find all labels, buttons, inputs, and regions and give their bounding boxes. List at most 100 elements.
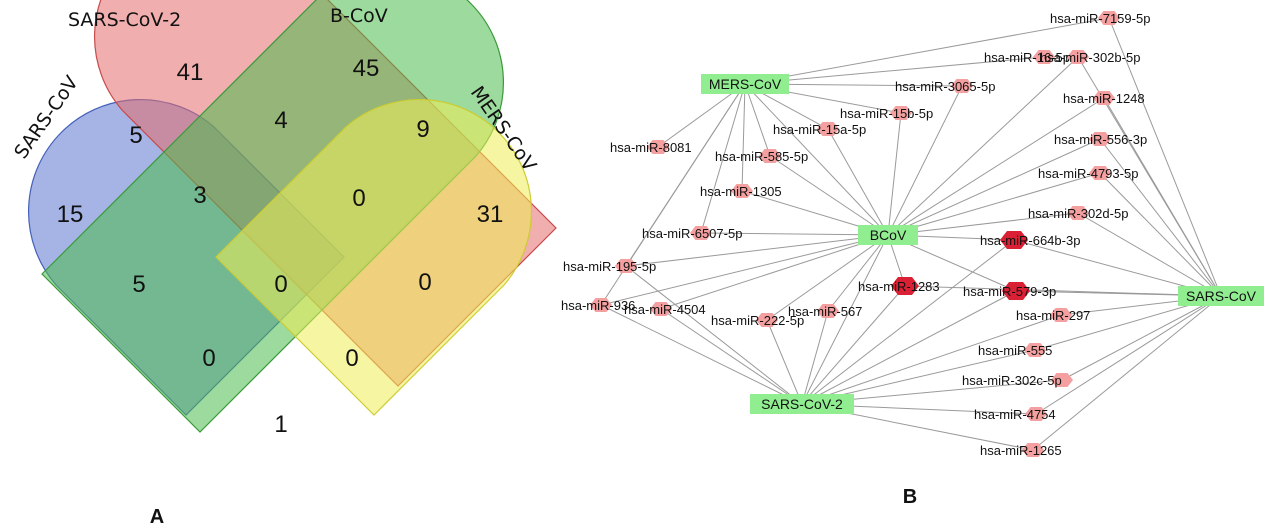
mirna-node-hsa-mir-222-5p: hsa-miR-222-5p (711, 313, 804, 328)
venn-count-sars2-bcov-mers: 0 (352, 185, 365, 212)
mirna-node-hsa-mir-302c-5p: hsa-miR-302c-5p (962, 373, 1073, 388)
mirna-diamond-hsa-mir-302b-5p (1067, 50, 1089, 64)
mirna-label-hsa-mir-555: hsa-miR-555 (978, 343, 1052, 358)
mirna-diamond-hsa-mir-302c-5p (1051, 373, 1073, 387)
hub-node-sars-cov: SARS-CoV (1178, 286, 1264, 306)
mirna-label-hsa-mir-222-5p: hsa-miR-222-5p (711, 313, 804, 328)
venn-diagram (27, 0, 557, 433)
mirna-diamond-hsa-mir-15b-5p (890, 106, 912, 120)
venn-count-sars2-mers: 0 (418, 269, 431, 296)
mirna-diamond-hsa-mir-555 (1024, 343, 1046, 357)
edge-sars-cov-hsa-mir-1265 (1032, 295, 1222, 451)
hub-box-sars-cov (1178, 286, 1264, 306)
mirna-diamond-hsa-mir-556-3p (1089, 132, 1111, 146)
hub-label-sars-cov-2: SARS-CoV-2 (761, 396, 843, 412)
edge-bcov-sars-cov-2 (801, 234, 889, 405)
network-nodes: hsa-miR-7159-5p hsa-miR-16-5phsa-miR-302b… (561, 11, 1264, 458)
mirna-node-hsa-mir-1265: hsa-miR-1265 (980, 443, 1062, 458)
edge-bcov-hsa-mir-15b-5p (887, 112, 902, 236)
mirna-label-hsa-mir-1283: hsa-miR-1283 (858, 279, 940, 294)
mirna-label-hsa-mir-297: hsa-miR-297 (1016, 308, 1090, 323)
edge-sars-cov-2-hsa-mir-1283 (801, 285, 906, 405)
mirna-node-hsa-mir-1248: hsa-miR-1248 (1063, 91, 1145, 106)
edge-sars-cov-2-hsa-mir-936 (600, 304, 803, 405)
mirna-label-hsa-mir-1265: hsa-miR-1265 (980, 443, 1062, 458)
hub-node-sars-cov-2: SARS-CoV-2 (750, 394, 854, 414)
hub-node-mers-cov: MERS-CoV (701, 74, 789, 94)
mirna-node-hsa-mir-585-5p: hsa-miR-585-5p (715, 149, 808, 164)
edge-sars-cov-hsa-mir-4754 (1035, 295, 1222, 415)
mirna-diamond-hsa-mir-16-5p (1033, 50, 1055, 64)
mirna-label-hsa-mir-6507-5p: hsa-miR-6507-5p (642, 226, 742, 241)
mirna-label-hsa-mir-556-3p: hsa-miR-556-3p (1054, 132, 1147, 147)
mirna-label-hsa-mir-302b-5p: hsa-miR-302b-5p (1040, 50, 1140, 65)
mirna-diamond-hsa-mir-1265 (1022, 443, 1044, 457)
venn-title-b-cov: B-CoV (330, 5, 388, 27)
mirna-diamond-hsa-mir-222-5p (756, 313, 778, 327)
mirna-label-hsa-mir-16-5p: hsa-miR-16-5p (984, 50, 1070, 65)
edge-sars-cov-hsa-mir-1283 (904, 285, 1222, 297)
edge-bcov-hsa-mir-1248 (887, 97, 1105, 236)
edge-mers-cov-bcov (744, 83, 889, 236)
mirna-diamond-hsa-mir-4754 (1025, 407, 1047, 421)
mirna-diamond-hsa-mir-1248 (1093, 91, 1115, 105)
hub-box-mers-cov (701, 74, 789, 94)
mirna-diamond-hsa-mir-4504 (650, 302, 672, 316)
edge-sars-cov-2-hsa-mir-579-3p (801, 290, 1017, 405)
mirna-node-hsa-mir-555: hsa-miR-555 (978, 343, 1052, 358)
edge-bcov-hsa-mir-222-5p (766, 234, 889, 321)
mirna-label-hsa-mir-195-5p: hsa-miR-195-5p (563, 259, 656, 274)
edge-sars-cov-hsa-mir-1248 (1103, 97, 1222, 297)
mirna-node-hsa-mir-4754: hsa-miR-4754 (974, 407, 1056, 422)
venn-title-sars-cov-2: SARS-CoV-2 (68, 9, 181, 31)
panel-label-a: A (150, 506, 164, 528)
mirna-label-hsa-mir-3065-5p: hsa-miR-3065-5p (895, 79, 995, 94)
mirna-label-hsa-mir-936: hsa-miR-936 (561, 298, 635, 313)
venn-count-mers-only: 31 (477, 201, 504, 228)
venn-count-sars2-only: 41 (177, 59, 204, 86)
edge-bcov-hsa-mir-936 (600, 234, 889, 306)
edge-mers-cov-hsa-mir-16-5p (744, 56, 1045, 85)
hub-box-sars-cov-2 (750, 394, 854, 414)
mirna-diamond-hsa-mir-7159-5p (1098, 11, 1120, 25)
mirna-label-hsa-mir-1305: hsa-miR-1305 (700, 184, 782, 199)
mirna-label-hsa-mir-4504: hsa-miR-4504 (624, 302, 706, 317)
mirna-label-hsa-mir-567: hsa-miR-567 (788, 304, 862, 319)
edge-bcov-hsa-mir-556-3p (887, 138, 1101, 236)
edge-bcov-hsa-mir-6507-5p (700, 232, 889, 236)
edge-mers-cov-hsa-mir-6507-5p (700, 83, 746, 234)
mirna-node-hsa-mir-8081: hsa-miR-8081 (610, 140, 692, 155)
mirna-label-hsa-mir-664b-3p: hsa-miR-664b-3p (980, 233, 1080, 248)
mirna-node-hsa-mir-3065-5p: hsa-miR-3065-5p (895, 79, 995, 94)
mirna-node-hsa-mir-4504: hsa-miR-4504 (624, 302, 706, 317)
mirna-node-hsa-mir-664b-3p: hsa-miR-664b-3p (980, 231, 1080, 249)
mirna-node-hsa-mir-195-5p: hsa-miR-195-5p (563, 259, 656, 274)
mirna-label-hsa-mir-4754: hsa-miR-4754 (974, 407, 1056, 422)
edge-bcov-hsa-mir-302b-5p (887, 56, 1079, 236)
venn-count-sars-bcov: 5 (132, 271, 145, 298)
mirna-diamond-hsa-mir-567 (817, 304, 839, 318)
edge-bcov-hsa-mir-567 (827, 234, 889, 312)
venn-count-sars-bcov-mers: 0 (202, 345, 215, 372)
edge-bcov-hsa-mir-195-5p (625, 234, 889, 267)
mirna-label-hsa-mir-579-3p: hsa-miR-579-3p (963, 284, 1056, 299)
mirna-label-hsa-mir-302d-5p: hsa-miR-302d-5p (1028, 206, 1128, 221)
hub-node-bcov: BCoV (858, 225, 918, 245)
mirna-label-hsa-mir-1248: hsa-miR-1248 (1063, 91, 1145, 106)
edge-mers-cov-hsa-mir-585-5p (744, 83, 771, 157)
venn-set-mers-cov (215, 98, 533, 416)
mirna-node-hsa-mir-579-3p: hsa-miR-579-3p (963, 282, 1056, 300)
edge-bcov-hsa-mir-4793-5p (887, 172, 1101, 236)
venn-count-sars-mers: 1 (274, 411, 287, 438)
mirna-node-hsa-mir-4793-5p: hsa-miR-4793-5p (1038, 166, 1138, 181)
edge-bcov-hsa-mir-585-5p (769, 155, 889, 236)
mirna-node-hsa-mir-7159-5p: hsa-miR-7159-5p (1050, 11, 1150, 26)
mirna-node-hsa-mir-15b-5p: hsa-miR-15b-5p (840, 106, 933, 121)
venn-count-sars2-bcov: 4 (274, 107, 287, 134)
mirna-node-hsa-mir-556-3p: hsa-miR-556-3p (1054, 132, 1147, 147)
edge-mers-cov-hsa-mir-1305 (741, 83, 746, 192)
mirna-diamond-hsa-mir-1283 (891, 277, 919, 295)
venn-count-all-four: 0 (274, 271, 287, 298)
mirna-label-hsa-mir-8081: hsa-miR-8081 (610, 140, 692, 155)
